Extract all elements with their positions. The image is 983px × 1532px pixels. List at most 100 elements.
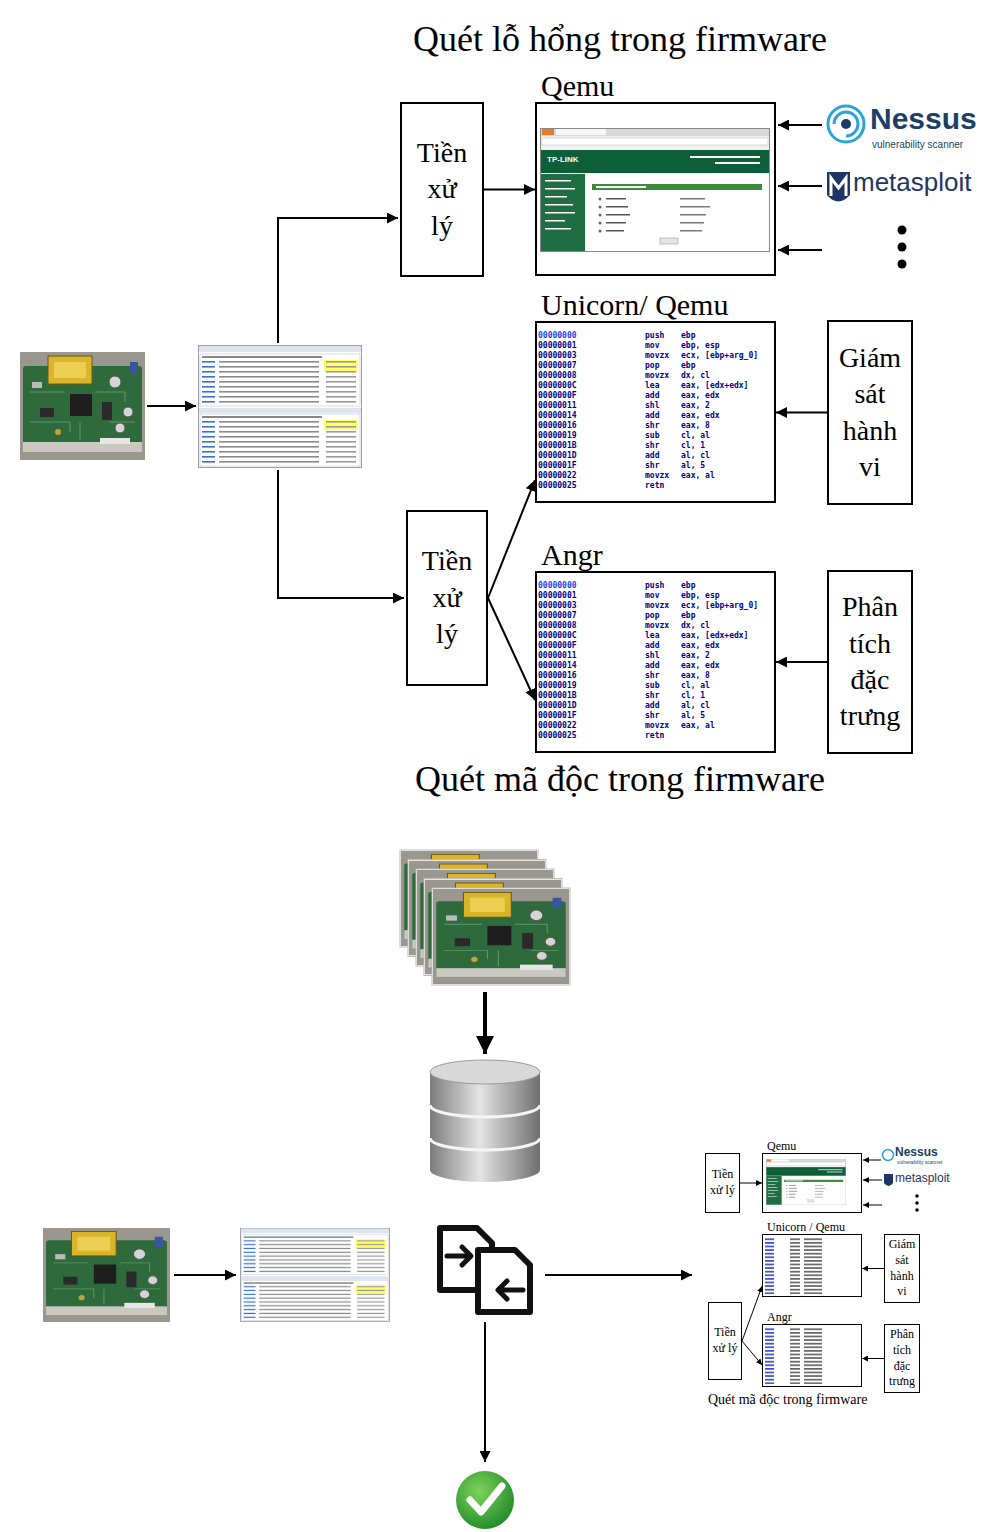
code-text: 0000001D: [538, 701, 577, 710]
nessus-icon: [828, 106, 864, 142]
database-icon: [430, 1060, 540, 1182]
database-icon: [430, 1072, 540, 1182]
code-text: 00000022: [538, 471, 577, 480]
code-text: 00000014: [538, 411, 577, 420]
code-lines: [804, 1327, 822, 1384]
nessus-icon: [883, 1150, 894, 1161]
code-text: 00000016: [538, 671, 577, 680]
code-text: dx, cl: [681, 371, 710, 380]
code-text: add: [645, 661, 659, 670]
more-tools-dots: [915, 1208, 919, 1212]
more-tools-dots: [915, 1194, 919, 1198]
database-icon: [430, 1105, 540, 1117]
circuit-board-photo: [20, 352, 145, 460]
code-text: al, cl: [681, 701, 710, 710]
code-text: 0000001B: [538, 691, 577, 700]
code-text: ebp: [681, 611, 695, 620]
code-text: al, cl: [681, 451, 710, 460]
code-text: shr: [645, 671, 659, 680]
process-box: Giám sát hành vi: [884, 1234, 920, 1303]
code-text: add: [645, 641, 659, 650]
code-text: add: [645, 391, 659, 400]
code-text: add: [645, 451, 659, 460]
flow-connector: [776, 412, 827, 414]
code-text: cl, 1: [681, 441, 705, 450]
code-text: mov: [645, 341, 659, 350]
logo-text: metasploit: [895, 1172, 950, 1186]
code-text: shr: [645, 421, 659, 430]
process-box: Giám sát hành vi: [827, 320, 913, 505]
code-text: lea: [645, 381, 659, 390]
process-box: Phân tích đặc trưng: [827, 570, 913, 754]
logo-text: Nessus: [895, 1146, 938, 1160]
code-text: ecx, [ebp+arg_0]: [681, 351, 758, 360]
code-text: movzx: [645, 721, 669, 730]
code-text: 0000001D: [538, 451, 577, 460]
tool-arrow: [863, 1180, 882, 1181]
flow-arrow: [483, 992, 487, 1054]
code-text: al, 5: [681, 461, 705, 470]
code-text: 0000000F: [538, 391, 577, 400]
box-label: Tiền xử lý: [712, 1325, 738, 1356]
flow-connector: [742, 1341, 762, 1365]
code-text: 00000000: [538, 331, 577, 340]
code-text: 0000000C: [538, 381, 577, 390]
box-heading: Unicorn / Qemu: [767, 1221, 845, 1234]
metasploit-icon: [884, 1174, 893, 1186]
check-icon: [456, 1471, 514, 1529]
code-lines: [765, 1237, 774, 1294]
flow-arrow: [484, 1322, 486, 1462]
code-text: 00000001: [538, 591, 577, 600]
code-text: push: [645, 581, 664, 590]
hex-dump-window: [198, 346, 362, 468]
more-tools-dots: [898, 226, 907, 235]
code-text: 00000011: [538, 401, 577, 410]
code-text: eax, 8: [681, 671, 710, 680]
code-text: mov: [645, 591, 659, 600]
tool-box: Qemu: [535, 102, 776, 276]
code-text: 0000001B: [538, 441, 577, 450]
code-text: ebp: [681, 331, 695, 340]
flow-connector: [862, 1268, 884, 1269]
bottom-illustrations: [43, 850, 692, 1529]
nessus-icon: [834, 112, 858, 136]
code-text: 00000003: [538, 601, 577, 610]
check-icon: [456, 1471, 514, 1529]
tool-arrow: [778, 185, 822, 187]
code-text: ebp: [681, 361, 695, 370]
code-lines: [790, 1237, 800, 1294]
process-box: Tiền xử lý: [705, 1153, 740, 1213]
top-illustrations: [20, 106, 907, 598]
box-heading: Qemu: [767, 1140, 796, 1153]
metasploit-icon: [827, 172, 850, 202]
code-text: 00000007: [538, 361, 577, 370]
code-text: pop: [645, 361, 659, 370]
hex-dump-window: [240, 1228, 390, 1321]
code-text: push: [645, 331, 664, 340]
box-heading: Unicorn/ Qemu: [541, 288, 728, 321]
code-text: 00000000: [538, 581, 577, 590]
compare-icon: [447, 1247, 471, 1265]
flow-arrow: [278, 470, 404, 598]
box-label: Tiền xử lý: [710, 1167, 736, 1198]
code-text: al, 5: [681, 711, 705, 720]
box-heading: Angr: [541, 538, 603, 571]
code-text: eax, [edx+edx]: [681, 381, 748, 390]
logo-subtext: vulnerability scanner: [872, 139, 963, 151]
flow-connector: [488, 598, 535, 700]
code-text: 00000025: [538, 481, 577, 490]
code-text: ecx, [ebp+arg_0]: [681, 601, 758, 610]
code-text: eax, 8: [681, 421, 710, 430]
diagram-caption: Quét mã độc trong firmware: [415, 760, 825, 800]
flow-arrow: [278, 218, 398, 343]
metasploit-icon: [831, 178, 846, 196]
code-text: eax, edx: [681, 661, 720, 670]
check-icon: [470, 1486, 502, 1512]
code-text: 00000014: [538, 661, 577, 670]
flow-connector: [862, 1358, 884, 1359]
code-text: ebp, esp: [681, 591, 720, 600]
code-text: pop: [645, 611, 659, 620]
code-text: shr: [645, 441, 659, 450]
tool-arrow: [778, 124, 822, 126]
box-label: Giám sát hành vi: [834, 340, 906, 486]
